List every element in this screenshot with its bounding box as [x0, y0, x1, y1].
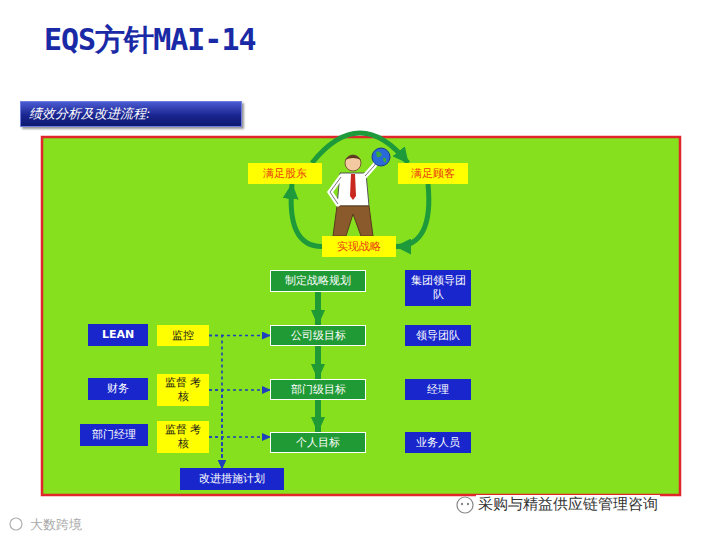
role-box: 财务 — [88, 378, 148, 400]
dotted-arrow — [209, 437, 222, 468]
role-box: 部门经理 — [80, 424, 148, 446]
box-text: 制定战略规划 — [285, 274, 351, 288]
box-text: 集团领导团队 — [409, 274, 467, 302]
role-box: 经理 — [405, 379, 471, 400]
box-text: 满足顾客 — [411, 167, 455, 181]
page-title: EQS方针MAI-14 — [44, 20, 256, 61]
box-text: 监督 考核 — [161, 376, 205, 404]
dotted-arrow — [209, 436, 270, 438]
role-box: LEAN — [88, 324, 148, 346]
section-band: 绩效分析及改进流程: — [20, 101, 242, 127]
box-text: 经理 — [427, 383, 449, 397]
control-box: 监督 考核 — [157, 421, 209, 453]
target-box: 部门级目标 — [270, 379, 366, 400]
control-box: 监督 考核 — [157, 374, 209, 406]
box-text: 部门级目标 — [291, 383, 346, 397]
watermark-text: 大数跨境 — [30, 516, 82, 534]
control-box: 监控 — [157, 325, 209, 346]
box-text: 监控 — [172, 329, 194, 343]
cycle-arrow — [312, 133, 408, 163]
watermark-text: 采购与精益供应链管理咨询 — [476, 495, 660, 514]
goal-box: 满足顾客 — [398, 163, 468, 184]
role-box: 领导团队 — [405, 325, 471, 346]
target-box: 制定战略规划 — [270, 270, 366, 292]
flow-arrow — [315, 346, 321, 379]
box-text: 绩效分析及改进流程: — [29, 106, 150, 122]
box-text: 改进措施计划 — [199, 472, 265, 486]
box-text: 公司级目标 — [291, 329, 346, 343]
businessman-illustration — [330, 148, 390, 236]
box-text: 财务 — [107, 382, 129, 396]
dotted-arrow — [209, 390, 222, 468]
box-text: 领导团队 — [416, 329, 460, 343]
goal-box: 满足股东 — [248, 163, 322, 184]
dotted-arrow — [209, 335, 270, 337]
box-text: 部门经理 — [92, 428, 136, 442]
green-panel — [42, 137, 680, 495]
box-text: 实现战略 — [337, 240, 381, 254]
goal-box: 实现战略 — [322, 236, 396, 257]
box-text: LEAN — [102, 328, 134, 342]
target-box: 个人目标 — [270, 432, 366, 453]
dotted-arrow — [209, 389, 270, 391]
role-box: 改进措施计划 — [180, 468, 284, 490]
box-text: 监督 考核 — [161, 423, 205, 451]
flow-arrow — [315, 292, 321, 325]
box-text: 个人目标 — [296, 436, 340, 450]
role-box: 业务人员 — [405, 432, 471, 453]
cycle-arrow — [396, 184, 429, 247]
box-text: 满足股东 — [263, 167, 307, 181]
target-box: 公司级目标 — [270, 325, 366, 346]
role-box: 集团领导团队 — [405, 270, 471, 306]
dotted-arrow — [209, 336, 222, 469]
cycle-arrow — [291, 184, 322, 247]
box-text: 业务人员 — [416, 436, 460, 450]
flow-arrow — [315, 400, 321, 432]
